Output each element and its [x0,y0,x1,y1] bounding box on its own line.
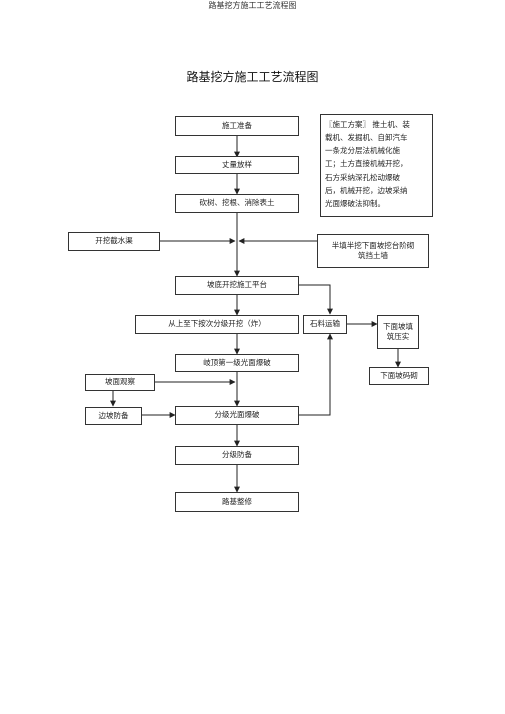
step-graded-protection: 分级防备 [175,446,299,465]
plan-note-line: 光面爆破法抑制。 [325,198,385,208]
construction-plan-note: 〖施工方案〗 推土机、装 载机、发掘机、自卸汽车 一条龙分层法机械化施 工；土方… [320,114,433,217]
step-construction-prep: 施工准备 [175,116,299,136]
plan-note-line: 〖施工方案〗 推土机、装 [325,120,410,129]
step-slope-protection: 边坡防备 [85,407,142,425]
step-slope-masonry: 下面坡码砌 [369,367,429,385]
step-layered-excavation: 从上至下按次分级开挖（炸） [135,315,299,334]
step-halfcut-retaining-wall: 半填半挖下面坡挖台阶砌筑挡土墙 [317,234,429,268]
step-slope-fill: 下面坡填筑压实 [377,315,419,349]
step-clear-topsoil: 砍树、挖根、消除表土 [175,194,299,213]
page-header: 路基挖方施工工艺流程图 [208,1,297,10]
plan-note-line: 石方采纳深孔松动爆破 [325,172,400,182]
plan-note-line: 工；土方直接机械开挖， [325,159,408,169]
arrow-platform-transport [299,284,333,315]
step-survey-layout: 丈量放样 [175,156,299,174]
plan-note-line: 载机、发掘机、自卸汽车 [325,133,408,143]
step-drainage-ditch: 开挖截水渠 [68,232,160,251]
step-graded-blast: 分级光面爆破 [175,406,299,425]
step-presplit-blast: 岐顶第一级光面爆破 [175,354,299,372]
plan-note-line: 一条龙分层法机械化施 [325,146,400,156]
plan-note-line: 后，机械开挖，边坡采纳 [325,185,408,195]
diagram-title: 路基挖方施工工艺流程图 [186,70,319,84]
step-slope-observation: 坡面观察 [85,374,155,391]
arrow-graded-transport [299,333,333,416]
step-subgrade-finishing: 路基整修 [175,492,299,512]
step-rock-transport: 石料运输 [303,315,347,334]
step-toe-platform: 坡底开挖施工平台 [175,276,299,295]
